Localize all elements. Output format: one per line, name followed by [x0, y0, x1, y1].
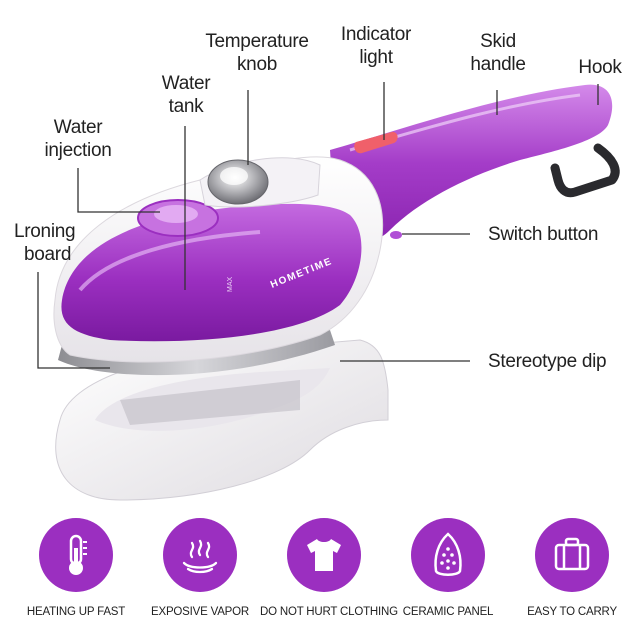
feature-easy-to-carry: EASY TO CARRY: [508, 508, 636, 618]
feature-row: HEATING UP FAST EXPOSIVE VAPOR DO NO: [0, 508, 640, 640]
callout-hook: Hook: [578, 57, 622, 78]
soleplate: [58, 330, 335, 376]
feature-heating-up-fast: HEATING UP FAST: [12, 508, 140, 618]
tshirt-icon: [307, 539, 341, 571]
callout-stereotype-dip: Stereotype dip: [488, 351, 607, 372]
indicator-light: [354, 131, 398, 154]
suitcase-icon: [554, 537, 590, 571]
ceramic-soleplate-icon: [434, 532, 462, 576]
feature-label: EXPOSIVE VAPOR: [151, 606, 249, 618]
handle: [330, 84, 613, 243]
water-tank: [61, 203, 362, 342]
hook: [550, 143, 620, 198]
feature-badge: [287, 518, 361, 592]
feature-ceramic-panel: CERAMIC PANEL: [384, 508, 512, 618]
max-mark: MAX: [227, 277, 234, 293]
thermometer-icon: [69, 534, 87, 575]
callout-switch-button: Switch button: [488, 224, 599, 245]
feature-badge: [163, 518, 237, 592]
feature-label: EASY TO CARRY: [527, 606, 617, 618]
feature-label: HEATING UP FAST: [26, 606, 126, 618]
steam-vapor-icon: [182, 539, 218, 574]
feature-badge: [39, 518, 113, 592]
feature-label: CERAMIC PANEL: [402, 606, 494, 618]
switch-button: [390, 231, 402, 239]
feature-do-not-hurt-clothing: DO NOT HURT CLOTHING: [260, 508, 398, 618]
feature-label: DO NOT HURT CLOTHING: [260, 606, 398, 618]
feature-badge: [535, 518, 609, 592]
feature-badge: [411, 518, 485, 592]
feature-exposive-vapor: EXPOSIVE VAPOR: [136, 508, 264, 618]
